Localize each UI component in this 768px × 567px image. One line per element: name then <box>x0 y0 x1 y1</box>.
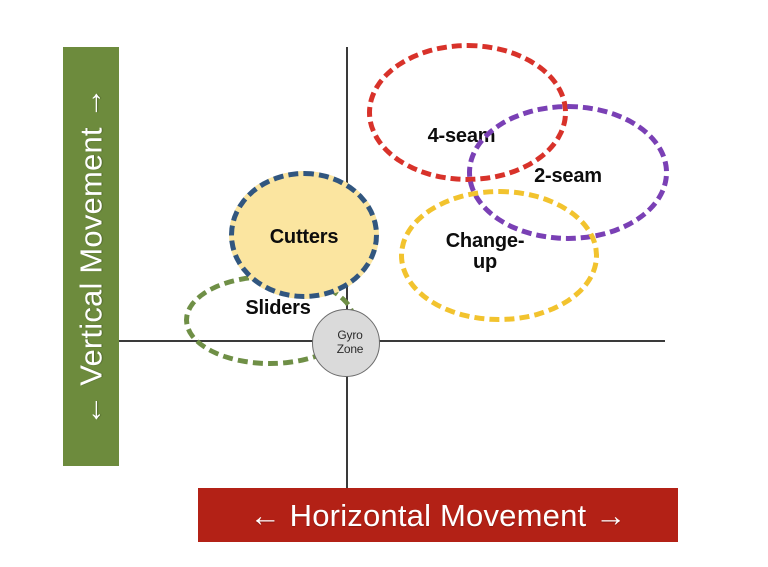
horizontal-movement-axis-label: ← Horizontal Movement → <box>249 497 627 533</box>
region-gyro-zone-label-line1: Gyro <box>337 328 363 343</box>
region-cutters: Cutters <box>229 171 379 299</box>
horizontal-movement-axis-banner: ← Horizontal Movement → <box>198 488 678 542</box>
region-cutters-label: Cutters <box>269 225 339 248</box>
region-change-up: Change- up <box>399 189 599 322</box>
region-gyro-zone: Gyro Zone <box>312 309 380 377</box>
region-gyro-zone-label: Gyro Zone <box>336 328 364 357</box>
region-change-up-label-line2: up <box>472 250 498 273</box>
region-gyro-zone-label-line2: Zone <box>336 342 364 356</box>
horizontal-axis-line <box>119 340 665 342</box>
vertical-movement-axis-banner: ← Vertical Movement → <box>63 47 119 466</box>
region-change-up-label: Change- up <box>437 229 533 273</box>
vertical-movement-axis-label: ← Vertical Movement → <box>73 87 109 426</box>
region-2-seam-label: 2-seam <box>534 165 602 187</box>
region-change-up-label-line1: Change- <box>445 229 525 252</box>
region-sliders-label: Sliders <box>245 296 311 319</box>
